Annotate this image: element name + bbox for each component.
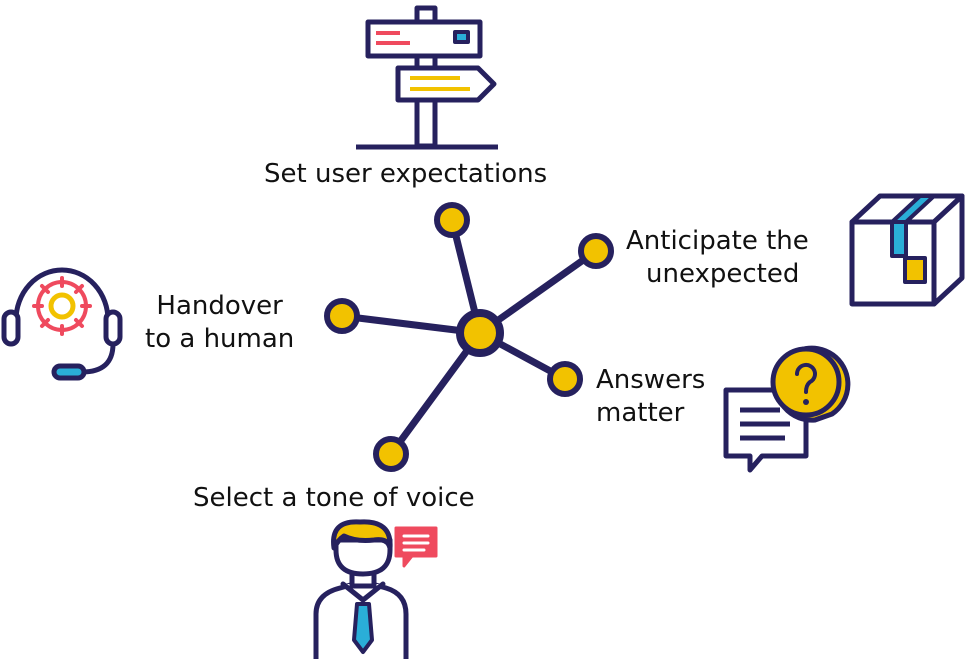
label-line: matter — [596, 398, 685, 428]
label-anticipate-the-unexpected: Anticipate the unexpected — [626, 225, 809, 291]
signpost-icon — [356, 5, 498, 150]
nodes — [324, 202, 614, 472]
headset-gear-icon — [1, 267, 123, 381]
node-handover — [324, 298, 360, 334]
node-answers — [547, 361, 583, 397]
hub-node — [456, 309, 504, 357]
label-handover-to-a-human: Handover to a human — [145, 290, 294, 356]
node-expectations — [434, 202, 470, 238]
node-anticipate — [578, 233, 614, 269]
label-select-a-tone-of-voice: Select a tone of voice — [193, 482, 475, 515]
label-line: Anticipate the — [626, 226, 809, 256]
label-line: Handover — [156, 291, 283, 321]
gear-icon — [32, 276, 92, 336]
label-answers-matter: Answers matter — [596, 364, 705, 430]
label-line: Set user expectations — [264, 159, 548, 189]
label-line: to a human — [145, 324, 295, 354]
label-line: unexpected — [646, 259, 800, 289]
label-line: Answers — [596, 365, 706, 395]
node-tone — [373, 436, 409, 472]
spoke-tone — [387, 329, 484, 458]
businessman-speech-icon — [313, 519, 438, 659]
package-box-icon — [849, 193, 965, 307]
question-chat-icon — [723, 345, 851, 473]
label-set-user-expectations: Set user expectations — [264, 158, 547, 191]
label-line: Select a tone of voice — [193, 483, 475, 513]
